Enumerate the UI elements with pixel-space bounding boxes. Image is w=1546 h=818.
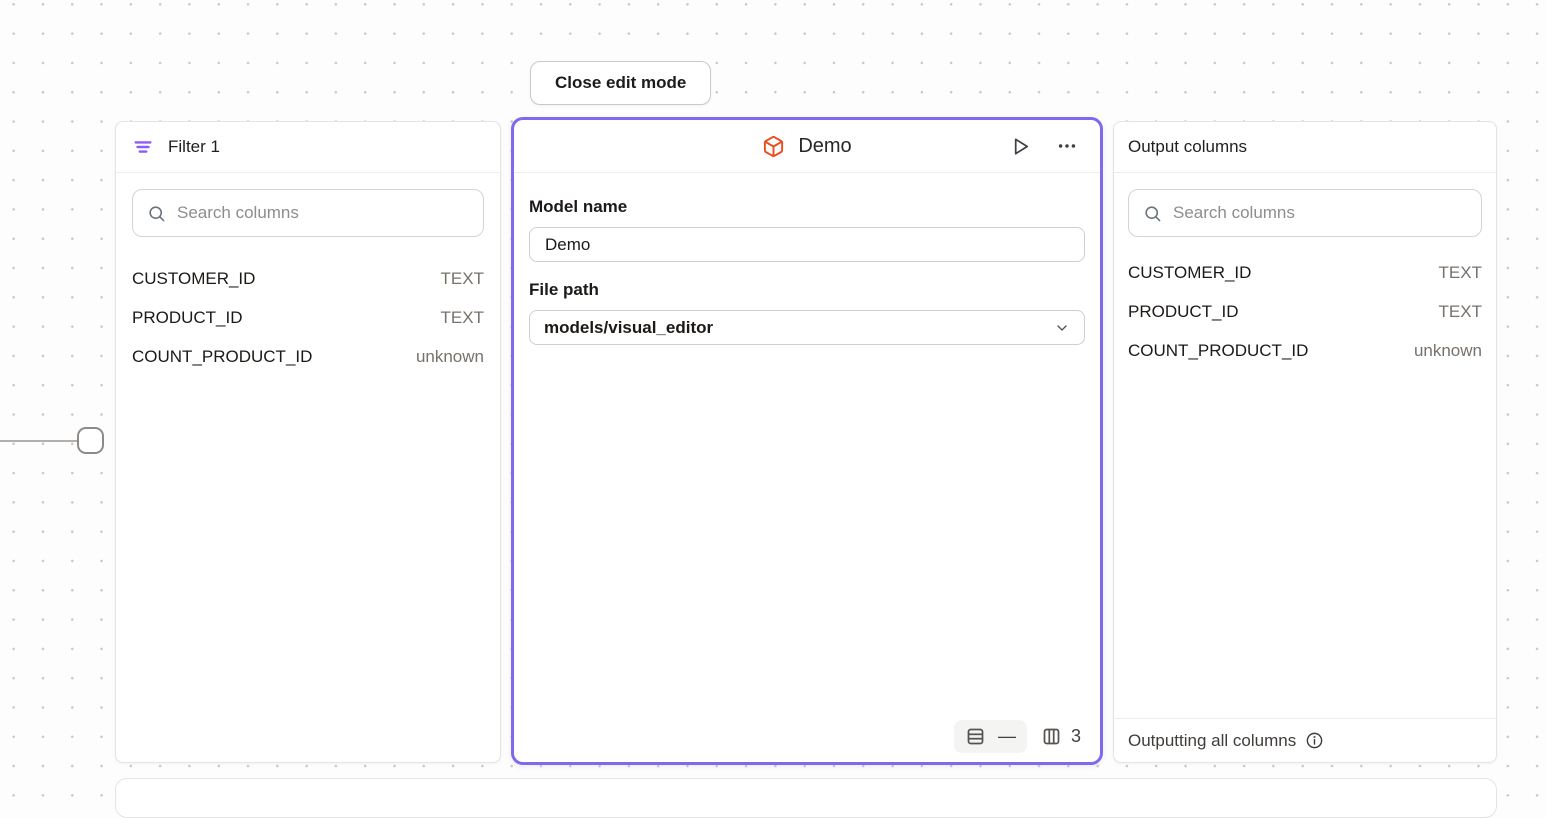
file-path-select[interactable]: models/visual_editor bbox=[529, 310, 1085, 345]
row-count-stat[interactable]: — bbox=[953, 720, 1027, 753]
output-search-box[interactable] bbox=[1128, 189, 1482, 237]
filter-node-panel[interactable]: Filter 1 CUSTOMER_ID TEXT PRODUCT_ID TEX… bbox=[115, 121, 501, 763]
column-type: TEXT bbox=[1438, 301, 1482, 321]
filter-search-input[interactable] bbox=[177, 203, 469, 223]
model-name-input[interactable] bbox=[529, 227, 1085, 262]
column-name: PRODUCT_ID bbox=[1128, 301, 1239, 321]
column-count-icon bbox=[1041, 726, 1062, 747]
filter-search-box[interactable] bbox=[132, 189, 484, 237]
close-edit-mode-button[interactable]: Close edit mode bbox=[530, 61, 712, 105]
column-row[interactable]: PRODUCT_ID TEXT bbox=[1128, 292, 1482, 331]
column-name: COUNT_PRODUCT_ID bbox=[1128, 340, 1309, 360]
bottom-panel-edge[interactable] bbox=[115, 778, 1497, 818]
column-name: CUSTOMER_ID bbox=[132, 268, 256, 288]
column-row[interactable]: COUNT_PRODUCT_ID unknown bbox=[132, 337, 484, 376]
column-type: unknown bbox=[415, 346, 484, 366]
column-type: TEXT bbox=[440, 268, 484, 288]
search-icon bbox=[1143, 204, 1162, 223]
row-count-value: — bbox=[997, 726, 1016, 746]
model-node-panel[interactable]: Demo Model name File path models/visual_… bbox=[511, 117, 1103, 765]
column-row[interactable]: COUNT_PRODUCT_ID unknown bbox=[1128, 331, 1482, 370]
search-icon bbox=[147, 204, 166, 223]
column-type: TEXT bbox=[440, 307, 484, 327]
filter-panel-header: Filter 1 bbox=[116, 122, 500, 173]
column-row[interactable]: CUSTOMER_ID TEXT bbox=[132, 259, 484, 298]
model-name-label: Model name bbox=[529, 197, 628, 216]
model-stats-bar: — 3 bbox=[953, 720, 1081, 753]
column-name: COUNT_PRODUCT_ID bbox=[132, 346, 313, 366]
output-search-input[interactable] bbox=[1173, 203, 1467, 223]
column-row[interactable]: CUSTOMER_ID TEXT bbox=[1128, 253, 1482, 292]
chevron-down-icon bbox=[1054, 320, 1070, 336]
model-cube-icon bbox=[762, 135, 785, 158]
file-path-label: File path bbox=[529, 280, 599, 299]
column-type: TEXT bbox=[1438, 262, 1482, 282]
column-type: unknown bbox=[1413, 340, 1482, 360]
column-count-value: 3 bbox=[1070, 726, 1081, 746]
edge-connector-line bbox=[0, 440, 78, 442]
filter-lines-icon bbox=[132, 136, 154, 158]
edge-connector-handle[interactable] bbox=[77, 427, 104, 454]
column-name: PRODUCT_ID bbox=[132, 307, 243, 327]
output-footer-text: Outputting all columns bbox=[1128, 730, 1297, 750]
output-column-list: CUSTOMER_ID TEXT PRODUCT_ID TEXT COUNT_P… bbox=[1114, 253, 1496, 370]
column-name: CUSTOMER_ID bbox=[1128, 262, 1252, 282]
file-path-value: models/visual_editor bbox=[544, 317, 714, 337]
output-columns-panel[interactable]: Output columns CUSTOMER_ID TEXT PRODUCT_… bbox=[1113, 121, 1497, 763]
model-panel-title: Demo bbox=[798, 134, 852, 157]
info-icon[interactable] bbox=[1305, 731, 1324, 750]
row-count-icon bbox=[965, 726, 986, 747]
output-panel-title: Output columns bbox=[1128, 137, 1248, 156]
filter-panel-title: Filter 1 bbox=[168, 137, 220, 156]
column-row[interactable]: PRODUCT_ID TEXT bbox=[132, 298, 484, 337]
output-panel-header: Output columns bbox=[1114, 122, 1496, 173]
output-panel-footer: Outputting all columns bbox=[1114, 718, 1496, 762]
more-options-button[interactable] bbox=[1054, 133, 1080, 159]
column-count-stat[interactable]: 3 bbox=[1041, 726, 1081, 747]
model-panel-header: Demo bbox=[514, 120, 1100, 173]
filter-column-list: CUSTOMER_ID TEXT PRODUCT_ID TEXT COUNT_P… bbox=[116, 253, 500, 376]
run-model-button[interactable] bbox=[1007, 133, 1034, 160]
